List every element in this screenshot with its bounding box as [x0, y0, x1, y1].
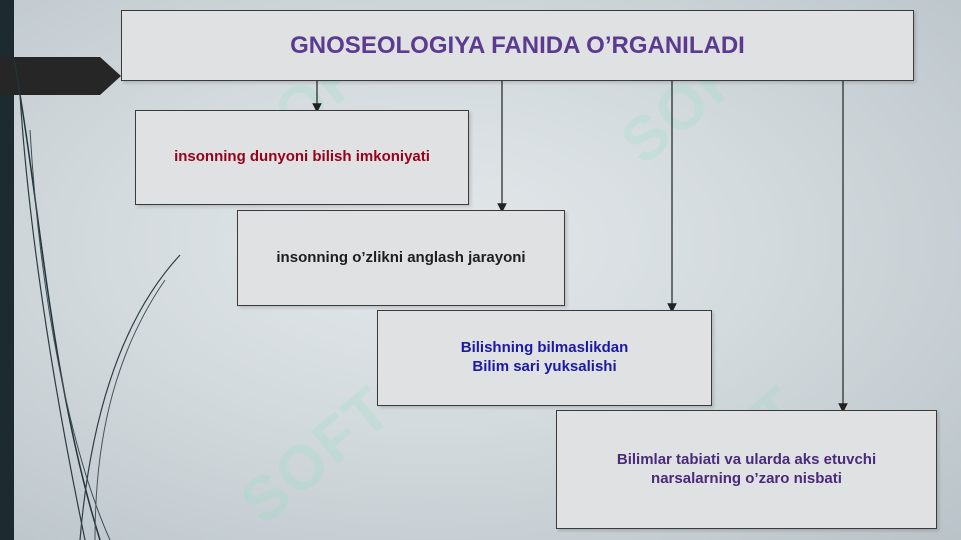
diagram-title-box: GNOSEOLOGIYA FANIDA O’RGANILADI — [121, 10, 914, 81]
node-box-1: insonning dunyoni bilish imkoniyati — [135, 110, 469, 205]
node-text: insonning o’zlikni anglash jarayoni — [276, 248, 526, 266]
node-text-line-1: Bilishning bilmaslikdan — [460, 339, 629, 357]
node-box-2: insonning o’zlikni anglash jarayoni — [237, 210, 565, 306]
node-text: insonning dunyoni bilish imkoniyati — [174, 148, 430, 166]
node-text-line-1: Bilimlar tabiati va ularda aks etuvchi — [616, 450, 877, 468]
slide-tab-marker — [0, 57, 121, 95]
node-text-line-2: Bilim sari yuksalishi — [472, 358, 617, 375]
decor-curve — [79, 254, 181, 540]
left-edge-bar — [0, 0, 14, 540]
node-box-3: Bilishning bilmaslikdan Bilim sari yuksa… — [377, 310, 712, 406]
node-box-4: Bilimlar tabiati va ularda aks etuvchi n… — [556, 410, 937, 529]
node-text-line-2: narsalarning o’zaro nisbati — [651, 469, 842, 487]
decor-curve — [29, 129, 111, 540]
diagram-title: GNOSEOLOGIYA FANIDA O’RGANILADI — [290, 31, 745, 59]
decor-curve — [94, 279, 166, 540]
decor-curve — [19, 94, 86, 540]
decor-curve — [13, 59, 101, 540]
